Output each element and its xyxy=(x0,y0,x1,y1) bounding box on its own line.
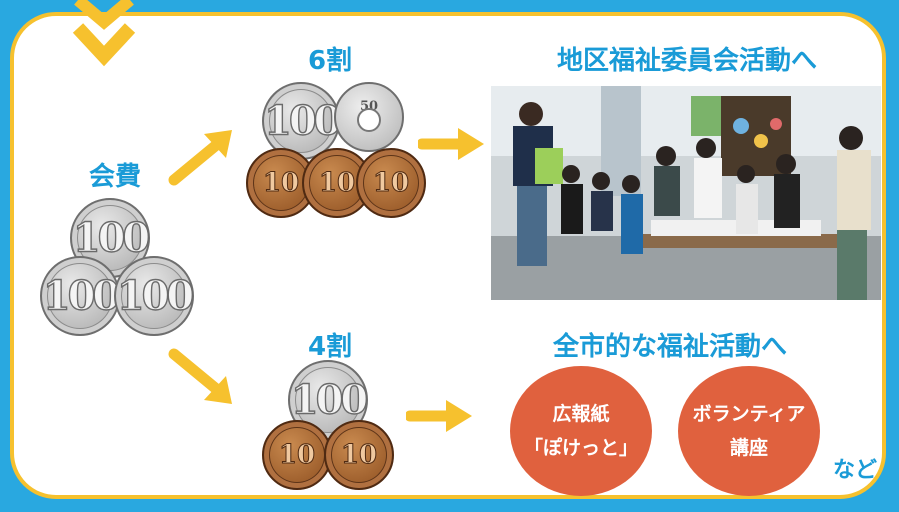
activity-newsletter-line1: 広報紙 xyxy=(552,403,610,425)
arrow-right-icon xyxy=(406,400,472,432)
activity-volunteer-line2: 講座 xyxy=(729,437,768,459)
top-ratio-label: 6割 xyxy=(307,46,353,76)
activity-volunteer-course: ボランティア 講座 xyxy=(678,366,820,496)
coin-100: 100 xyxy=(40,256,121,336)
activity-newsletter-line2: 「ぽけっと」 xyxy=(523,437,638,459)
bottom-destination-heading: 全市的な福祉活動へ xyxy=(552,332,787,362)
coin-100: 100 xyxy=(114,256,195,336)
arrow-up-right-icon xyxy=(168,130,232,186)
coin-10: 10 xyxy=(324,420,394,490)
top-destination-heading: 地区福祉委員会活動へ xyxy=(556,46,817,76)
coin-10: 10 xyxy=(356,148,426,218)
arrow-right-icon xyxy=(418,128,484,160)
activity-photo xyxy=(491,86,881,300)
activity-newsletter: 広報紙 「ぽけっと」 xyxy=(510,366,652,496)
coin-10: 10 xyxy=(262,420,332,490)
activity-volunteer-line1: ボランティア xyxy=(692,403,806,425)
etc-label: など xyxy=(832,458,877,483)
coin-50: 50 xyxy=(334,82,404,152)
chevron-down-icon xyxy=(72,0,136,67)
fee-label: 会費 xyxy=(88,162,141,192)
bottom-ratio-label: 4割 xyxy=(307,332,353,362)
coin-100: 100 xyxy=(262,82,342,160)
arrow-down-right-icon xyxy=(168,348,232,404)
